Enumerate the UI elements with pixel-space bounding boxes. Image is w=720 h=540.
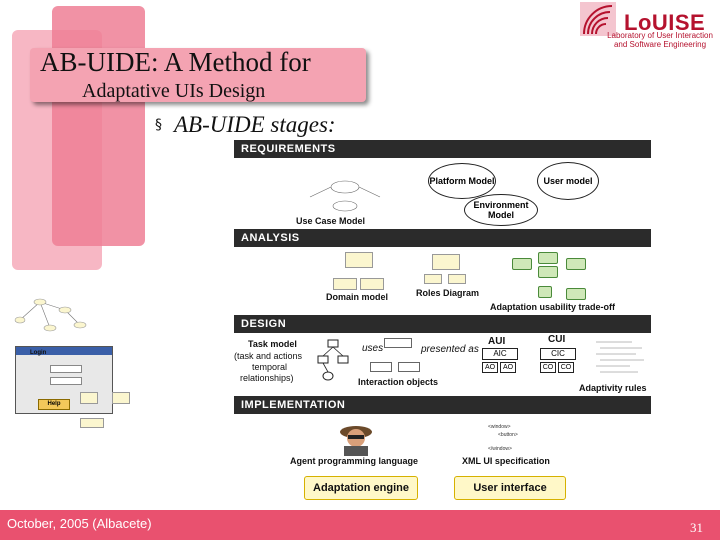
user-model-node: User model: [537, 162, 599, 200]
logo-subtitle: Laboratory of User Interaction and Softw…: [607, 31, 713, 49]
note-box: [80, 418, 104, 428]
task-model-desc: relationships): [240, 373, 294, 383]
interaction-object-box: [384, 338, 412, 348]
stage-implementation-bar: IMPLEMENTATION: [234, 396, 651, 414]
cic-box: CIC: [540, 348, 576, 360]
role-box: [432, 254, 460, 270]
class-box: [345, 252, 373, 268]
task-model-label: Task model: [248, 339, 297, 349]
aui-label: AUI: [488, 336, 506, 347]
bullet-item: § AB-UIDE stages:: [155, 112, 336, 138]
adaptation-tradeoff-label: Adaptation usability trade-off: [490, 302, 616, 312]
louise-logo: [580, 0, 720, 52]
note-box: [80, 392, 98, 404]
use-case-model-label: Use Case Model: [296, 216, 366, 226]
task-model-desc: (task and actions: [234, 351, 303, 361]
platform-model-node: Platform Model: [428, 163, 496, 199]
tradeoff-node: [538, 286, 552, 298]
tradeoff-node: [566, 258, 586, 270]
xml-spec-label: XML UI specification: [462, 456, 550, 466]
agent-language-label: Agent programming language: [290, 456, 419, 466]
interaction-object-box: [398, 362, 420, 372]
role-box: [424, 274, 442, 284]
slide-subtitle: Adaptative UIs Design: [82, 80, 266, 102]
tradeoff-node: [538, 266, 558, 278]
xml-line: <button>: [498, 432, 518, 438]
stage-analysis-bar: ANALYSIS: [234, 229, 651, 247]
slide-title: AB-UIDE: A Method for: [40, 47, 311, 77]
password-field[interactable]: [50, 377, 82, 385]
presented-as-label: presented as: [421, 344, 479, 355]
footer-bar: [0, 510, 720, 540]
logo-graphic: [580, 2, 616, 36]
bullet-marker: §: [155, 117, 162, 133]
task-model-desc: temporal: [252, 362, 288, 372]
cui-label: CUI: [548, 334, 566, 345]
task-tree-graphic: [317, 339, 349, 381]
domain-model-label: Domain model: [326, 292, 389, 302]
role-box: [448, 274, 466, 284]
tradeoff-node: [512, 258, 532, 270]
adaptivity-rules-graphic: [596, 341, 644, 373]
interaction-objects-label: Interaction objects: [358, 377, 439, 387]
co-box: CO: [558, 362, 574, 373]
bullet-text: AB-UIDE stages:: [174, 112, 336, 137]
stage-design-bar: DESIGN: [234, 315, 651, 333]
class-box: [333, 278, 357, 290]
xml-line: <window>: [488, 424, 511, 430]
co-box: CO: [540, 362, 556, 373]
ao-box: AO: [482, 362, 498, 373]
small-diagram: [14, 298, 87, 332]
help-button[interactable]: Help: [38, 399, 70, 410]
roles-diagram-label: Roles Diagram: [416, 288, 480, 298]
adaptivity-rules-label: Adaptivity rules: [579, 383, 647, 393]
xml-line: </window>: [488, 446, 512, 452]
login-title: Login: [30, 350, 47, 356]
user-interface-box: User interface: [454, 476, 566, 500]
aic-box: AIC: [482, 348, 518, 360]
tradeoff-node: [538, 252, 558, 264]
decorative-block: [52, 6, 145, 246]
interaction-object-box: [370, 362, 392, 372]
footer-date: October, 2005 (Albacete): [7, 516, 152, 531]
agent-icon: [340, 426, 372, 456]
username-field[interactable]: [50, 365, 82, 373]
title-box: [30, 48, 366, 102]
use-case-diagram: [309, 180, 381, 212]
window-titlebar: [16, 347, 112, 355]
login-window: Login Help: [15, 346, 113, 414]
adaptation-engine-box: Adaptation engine: [304, 476, 418, 500]
uses-label: uses: [362, 343, 384, 354]
ao-box: AO: [500, 362, 516, 373]
logo-title: LoUISE: [624, 10, 706, 35]
environment-model-node: Environment Model: [464, 194, 538, 226]
page-number: 31: [690, 520, 703, 535]
class-box: [360, 278, 384, 290]
note-box: [112, 392, 130, 404]
tradeoff-node: [566, 288, 586, 300]
stage-requirements-bar: REQUIREMENTS: [234, 140, 651, 158]
